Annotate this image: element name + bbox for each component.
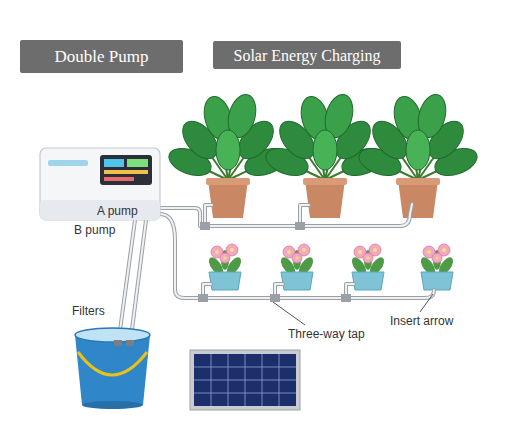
- leader-lines-part: [273, 302, 305, 325]
- tubing-part-part: [198, 294, 208, 302]
- badge-text: Double Pump: [55, 47, 149, 67]
- part-label: Three-way tap: [288, 327, 365, 341]
- solar-panel-part-part: [194, 393, 296, 394]
- solar-panel-part: [194, 354, 296, 406]
- part-label: B pump: [74, 223, 115, 237]
- tubing-part-part: [130, 220, 146, 345]
- water-bucket-part: [82, 401, 143, 409]
- tubing-part: [198, 222, 351, 302]
- pump-device-part: [40, 200, 160, 220]
- tubing-part-part: [160, 204, 412, 226]
- solar-panel-part-part: [194, 380, 296, 381]
- part-label: Filters: [72, 304, 105, 318]
- bottom-plants: [206, 244, 456, 290]
- badge-text: Solar Energy Charging: [234, 46, 381, 65]
- water-bucket-part: [114, 340, 122, 346]
- top-plants: [165, 91, 481, 218]
- water-bucket-part: [78, 352, 147, 375]
- solar-panel-part-part: [194, 367, 296, 368]
- water-bucket-part: [75, 335, 150, 405]
- pump-device-part: [40, 148, 160, 220]
- tubing-part-part: [270, 294, 280, 302]
- tubing-part: [118, 204, 434, 345]
- water-bucket-part: [126, 340, 134, 346]
- tubing-part-part: [200, 222, 210, 230]
- tubing-part-part: [341, 294, 351, 302]
- water-bucket-part: [75, 328, 150, 342]
- pump-device-part: [104, 170, 148, 174]
- water-bucket: [75, 328, 150, 409]
- tubing-part: [118, 204, 434, 345]
- top-plants-part: [355, 91, 481, 218]
- tubing: [118, 204, 434, 345]
- pump-device-part: [104, 159, 124, 167]
- tubing-part-part: [160, 214, 434, 298]
- pump-device-part: [48, 160, 88, 166]
- title-badge: Solar Energy Charging: [213, 41, 401, 69]
- tubing-part-part: [160, 204, 412, 226]
- pump-device-part: [100, 155, 152, 185]
- solar-panel: [190, 350, 300, 410]
- tubing-part-part: [295, 222, 305, 230]
- part-label: Insert arrow: [390, 314, 453, 328]
- part-label: A pump: [97, 204, 138, 218]
- solar-panel-part: [190, 350, 300, 410]
- pump-device-part: [104, 177, 134, 181]
- title-badge: Double Pump: [20, 40, 183, 73]
- solar-panel-part: [194, 354, 296, 406]
- leader-lines-part: [420, 294, 433, 312]
- pump-device-part: [127, 159, 148, 167]
- bottom-plants-part: [418, 244, 456, 290]
- pump-device: [40, 148, 160, 220]
